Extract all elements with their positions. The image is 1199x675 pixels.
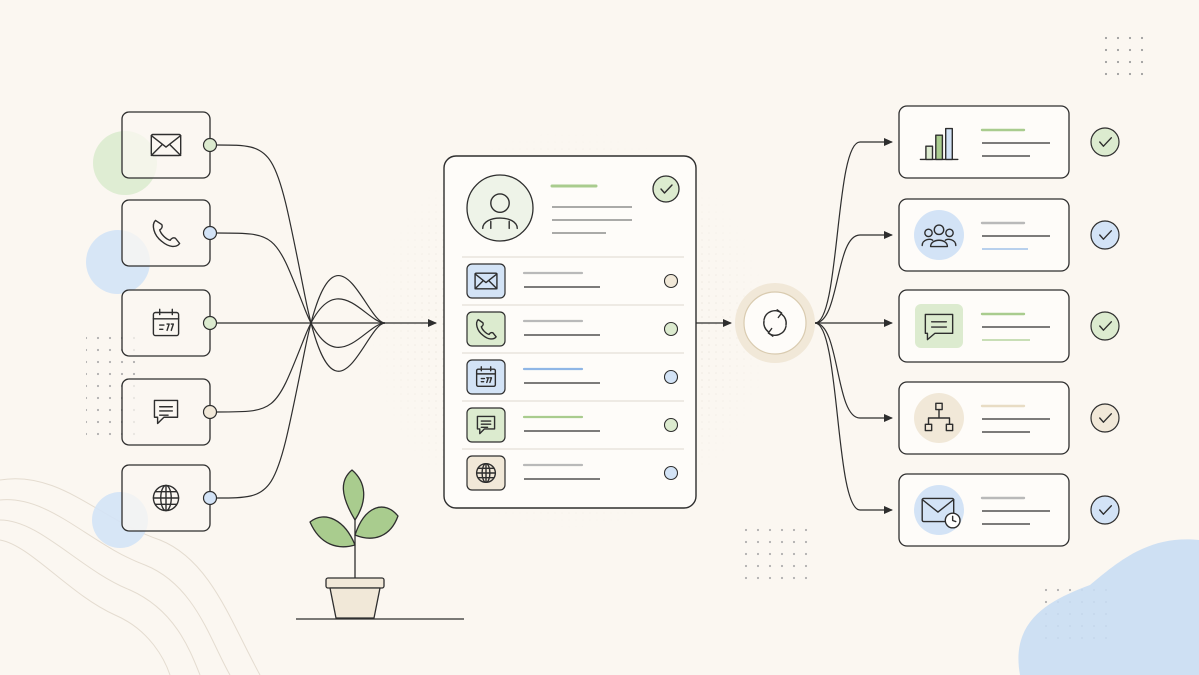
row-icon-tile: [466, 407, 506, 443]
channel-port: [202, 225, 218, 241]
output-check-badge: [1090, 403, 1120, 433]
check-icon: [660, 184, 673, 194]
sync-ring: [743, 291, 807, 355]
potted-plant-icon: [296, 469, 464, 620]
profile-row-chat: [466, 407, 679, 443]
row-status-dot: [663, 417, 679, 433]
globe-icon: [475, 462, 497, 484]
channel-box: [121, 378, 211, 446]
output-icon-bg: [915, 304, 963, 348]
channel-box: [121, 111, 211, 179]
row-icon-tile: [466, 311, 506, 347]
check-badge-circle: [1090, 220, 1120, 250]
channel-port: [202, 315, 218, 331]
output-card-scheduled-email: [898, 473, 1070, 547]
check-icon: [1099, 321, 1112, 331]
row-status-dot: [663, 369, 679, 385]
envelope-icon: [150, 133, 182, 157]
profile-status-badge: [652, 175, 680, 203]
input-channels: [121, 111, 218, 532]
bar-chart-icon: [919, 127, 959, 161]
channel-box: [121, 199, 211, 267]
check-badge-circle: [1090, 495, 1120, 525]
dot-grid-top-right: [1100, 28, 1150, 76]
channel-connector: [216, 144, 386, 372]
output-card-team: [898, 198, 1070, 272]
channel-connector: [216, 298, 386, 413]
output-card-message: [898, 289, 1070, 363]
output-card-bar-chart: [898, 105, 1070, 179]
row-status-dot: [663, 273, 679, 289]
output-check-badge: [1090, 220, 1120, 250]
profile-card: [443, 155, 697, 509]
avatar-circle: [466, 174, 534, 242]
profile-row-calendar: [466, 359, 679, 395]
blue-blob-bottom-right: [1018, 539, 1199, 675]
profile-row-globe: [466, 455, 679, 491]
output-connector: [814, 322, 893, 514]
dot-grid-bottom-center: [744, 522, 816, 582]
row-icon-tile: [466, 359, 506, 395]
channel-chat: [121, 378, 218, 446]
output-card-frame: [898, 105, 1070, 179]
channel-port: [202, 137, 218, 153]
channel-globe: [121, 464, 218, 532]
output-cards: [898, 105, 1120, 547]
check-badge-circle: [1090, 127, 1120, 157]
phone-icon: [152, 219, 181, 248]
output-card-flowchart: [898, 381, 1070, 455]
output-connector: [814, 231, 893, 324]
flowchart-icon: [924, 402, 954, 432]
channel-connector: [216, 232, 386, 348]
check-icon: [1099, 505, 1112, 515]
check-badge-circle: [1090, 311, 1120, 341]
envelope-icon: [474, 272, 498, 290]
check-icon: [1099, 137, 1112, 147]
check-badge-circle: [1090, 403, 1120, 433]
channel-envelope: [121, 111, 218, 179]
channel-box: [121, 289, 211, 357]
scheduled-email-icon: [921, 497, 961, 529]
profile-card-frame: [443, 155, 697, 509]
calendar-icon: [152, 308, 180, 337]
message-icon: [924, 313, 954, 341]
channel-phone: [121, 199, 218, 267]
profile-row-envelope: [466, 263, 679, 299]
connectors: [216, 138, 893, 514]
chat-icon: [153, 399, 179, 425]
output-connector: [814, 138, 893, 324]
row-status-dot: [663, 465, 679, 481]
phone-icon: [475, 318, 497, 340]
chat-icon: [476, 415, 496, 435]
check-icon: [1099, 230, 1112, 240]
output-check-badge: [1090, 311, 1120, 341]
profile-row-phone: [466, 311, 679, 347]
user-avatar-icon: [482, 193, 518, 230]
channel-calendar: [121, 289, 218, 357]
channel-port: [202, 404, 218, 420]
channel-connector: [216, 275, 386, 499]
calendar-icon: [475, 366, 497, 388]
check-icon: [1099, 413, 1112, 423]
sync-hub: [735, 283, 815, 363]
output-connector: [814, 322, 893, 422]
row-status-dot: [663, 321, 679, 337]
channel-port: [202, 490, 218, 506]
sync-icon: [763, 309, 787, 337]
globe-icon: [152, 484, 180, 512]
output-check-badge: [1090, 495, 1120, 525]
team-icon: [921, 224, 957, 248]
wave-lines: [0, 478, 261, 675]
row-icon-tile: [466, 263, 506, 299]
output-check-badge: [1090, 127, 1120, 157]
